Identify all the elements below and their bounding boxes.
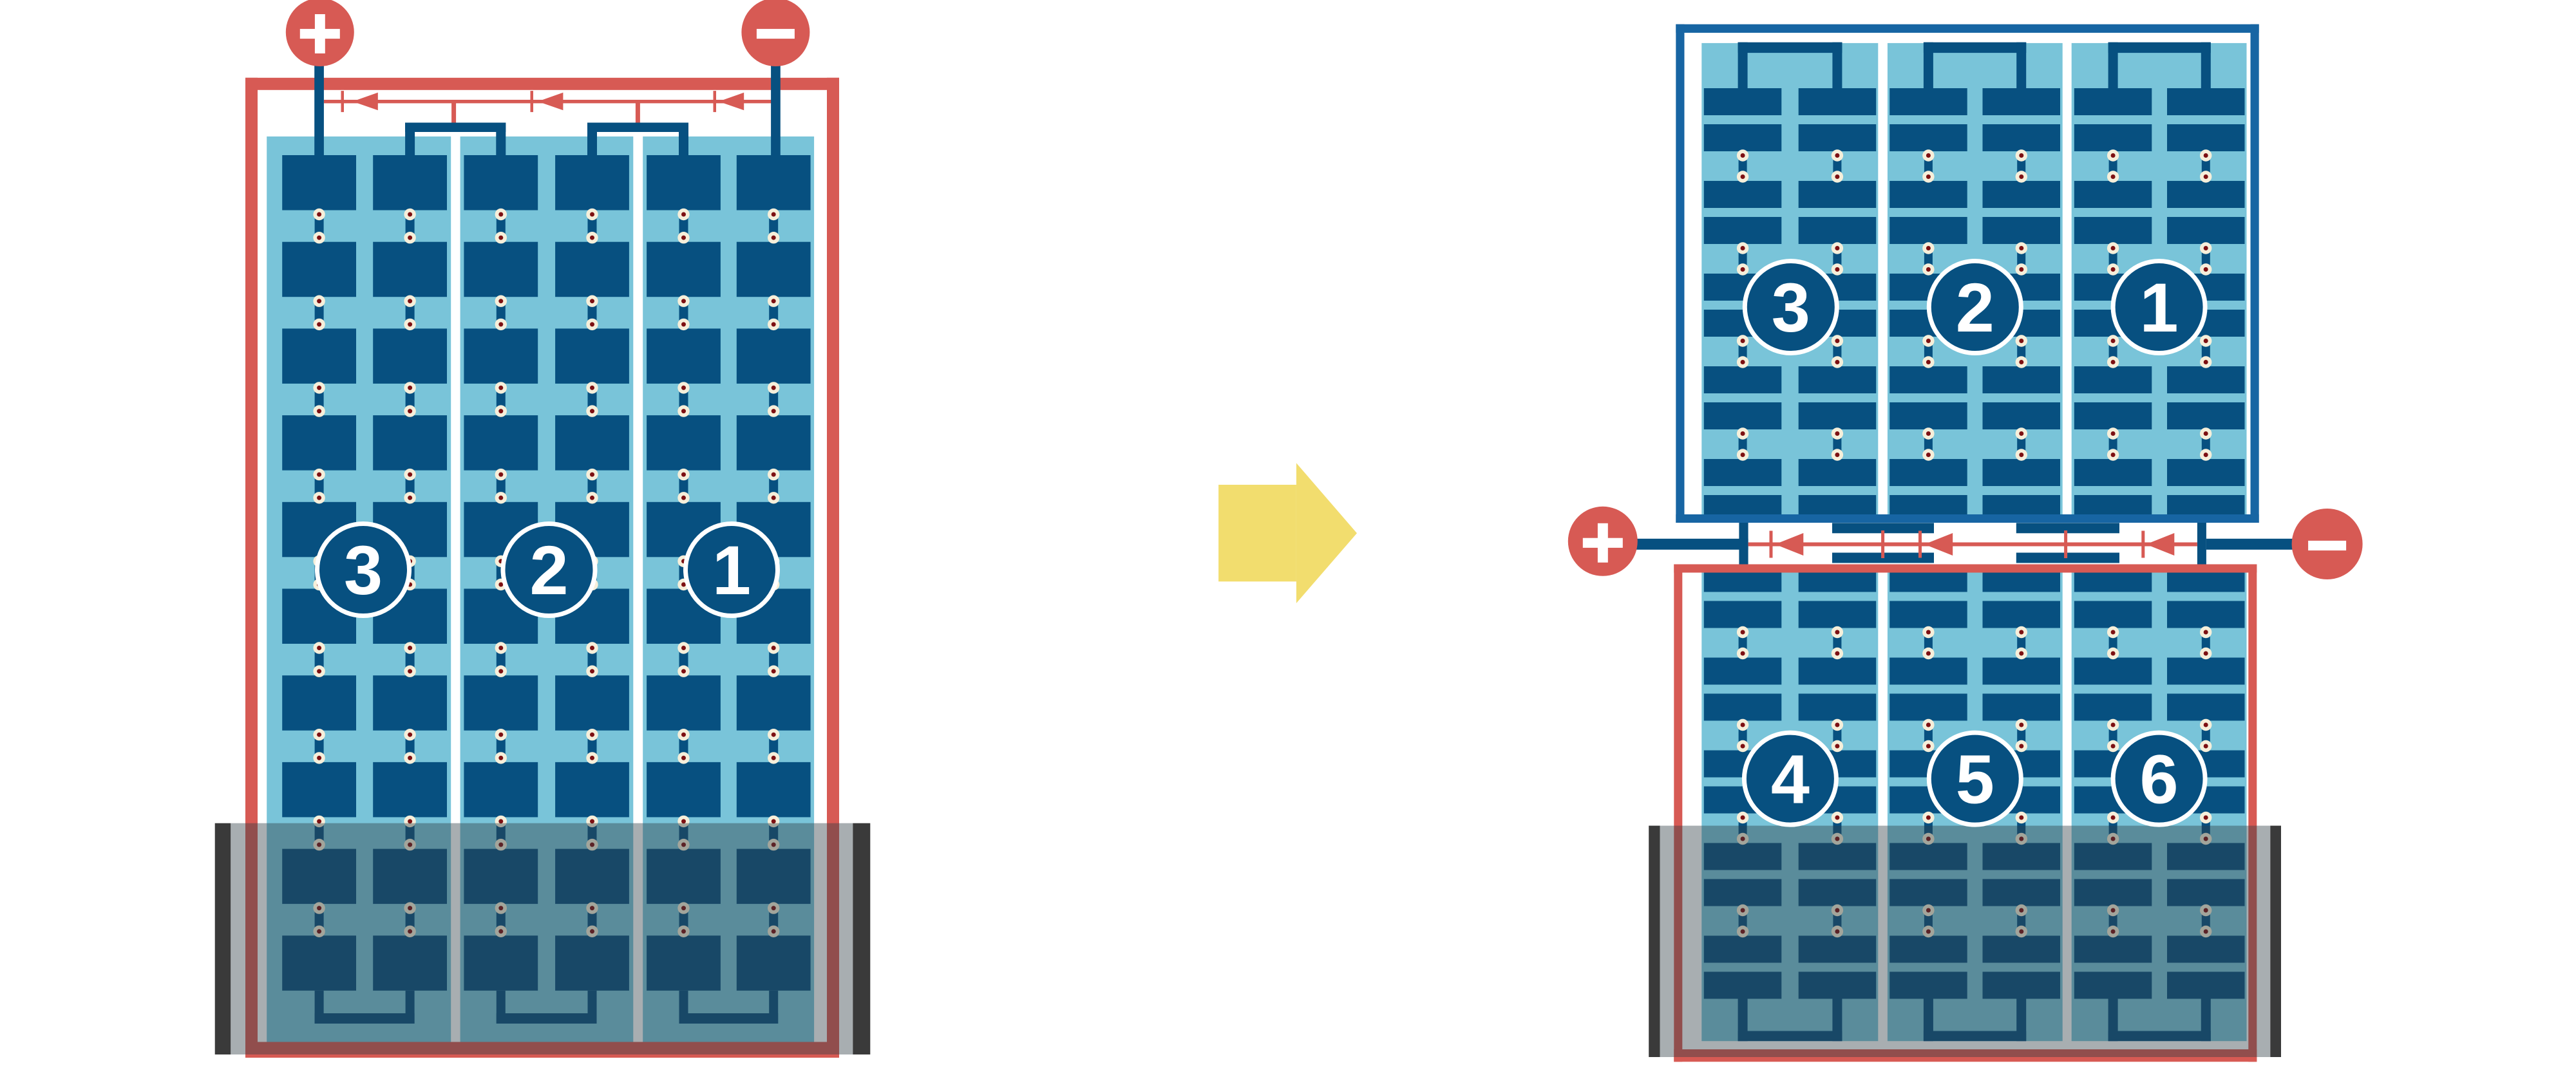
svg-text:1: 1: [712, 531, 751, 609]
svg-text:6: 6: [2140, 740, 2179, 818]
svg-text:1: 1: [2140, 268, 2179, 346]
svg-text:2: 2: [529, 531, 568, 609]
svg-text:4: 4: [1771, 740, 1810, 818]
svg-text:2: 2: [1956, 268, 1994, 346]
svg-text:3: 3: [1772, 268, 1810, 346]
svg-text:5: 5: [1956, 740, 1994, 818]
svg-text:3: 3: [344, 531, 383, 609]
